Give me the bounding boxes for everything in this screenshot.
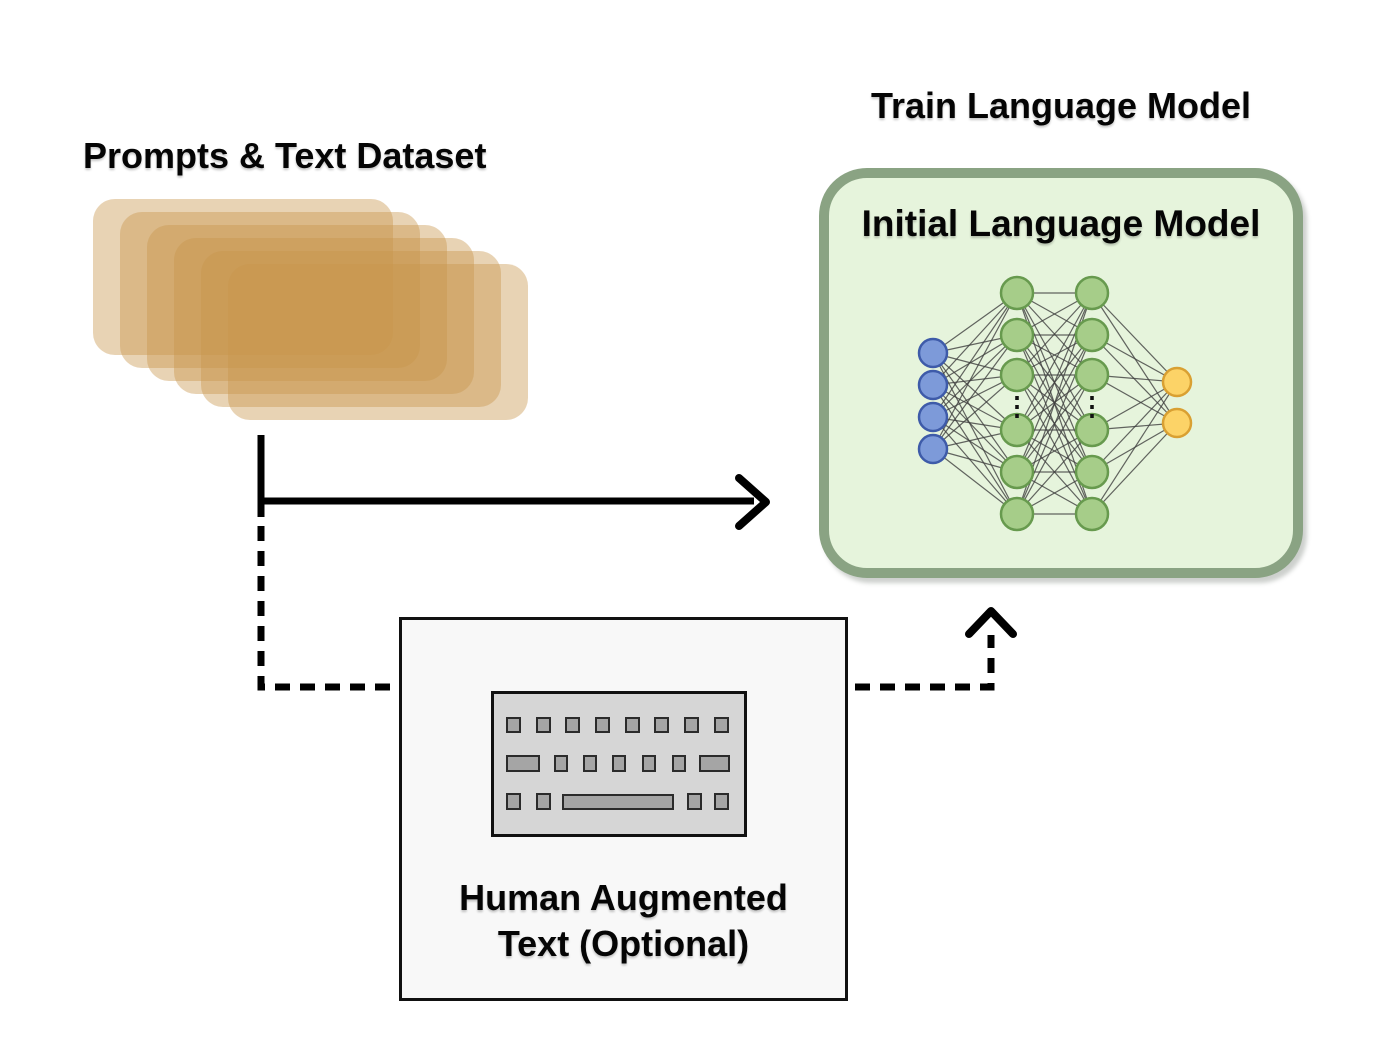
dataset-title: Prompts & Text Dataset (83, 135, 487, 176)
network-edge (1091, 381, 1178, 473)
hidden-1-node (999, 275, 1035, 311)
human-box-label-line1: Human Augmented (459, 877, 788, 918)
network-edge (932, 416, 1018, 515)
hidden-1-node (999, 317, 1035, 353)
human-to-model-dashed-line (848, 635, 995, 691)
human-box-label-line2: Text (Optional) (497, 923, 750, 964)
network-edge (1016, 429, 1093, 515)
network-edge (932, 384, 1018, 515)
network-edge (932, 292, 1018, 386)
hidden-1-node (999, 357, 1035, 393)
model-box-title: Initial Language Model (861, 203, 1261, 244)
network-edge (932, 334, 1018, 418)
dataset-to-human-dashed-line (257, 526, 399, 691)
human-augmented-text-box: Human Augmented Text (Optional) (399, 617, 848, 1001)
initial-language-model-box: Initial Language Model ⋮⋮ (819, 168, 1303, 578)
network-edge (1016, 292, 1093, 376)
hidden-layer-ellipsis: ⋮ (1079, 391, 1105, 421)
network-edge (932, 384, 1018, 473)
hidden-2-node (1074, 317, 1110, 353)
network-edge (932, 292, 1018, 418)
hidden-1-node (999, 454, 1035, 490)
input-node (917, 401, 949, 433)
input-node (917, 337, 949, 369)
input-node (917, 433, 949, 465)
keyboard-icon (491, 691, 747, 837)
network-edge (1091, 292, 1178, 383)
dataset-card (93, 199, 393, 355)
dataset-to-model-arrowhead-icon (735, 474, 770, 530)
network-edge (932, 334, 1018, 450)
prompts-dataset-stack (93, 199, 533, 421)
hidden-2-node (1074, 275, 1110, 311)
network-edge (932, 448, 1018, 515)
input-node (917, 369, 949, 401)
hidden-1-node (999, 412, 1035, 448)
dataset-card (174, 238, 474, 394)
dataset-card (201, 251, 501, 407)
hidden-2-node (1074, 412, 1110, 448)
hidden-2-node (1074, 357, 1110, 393)
network-edge (1016, 374, 1093, 515)
hidden-2-node (1074, 454, 1110, 490)
output-node (1161, 407, 1193, 439)
hidden-1-node (999, 496, 1035, 532)
network-edge (1016, 292, 1093, 431)
dataset-card (120, 212, 420, 368)
hidden-layer-ellipsis: ⋮ (1004, 391, 1030, 421)
neural-network-icon: ⋮⋮ (917, 275, 1193, 532)
network-edge (1016, 292, 1093, 473)
dataset-card (228, 264, 528, 420)
human-to-model-arrowhead-icon (965, 607, 1017, 638)
network-edge (1091, 422, 1178, 515)
network-edge (1091, 381, 1178, 515)
dataset-card (147, 225, 447, 381)
human-box-label: Human Augmented Text (Optional) (402, 875, 845, 967)
train-title: Train Language Model (870, 85, 1252, 126)
output-node (1161, 366, 1193, 398)
network-edge (932, 374, 1018, 450)
hidden-2-node (1074, 496, 1110, 532)
